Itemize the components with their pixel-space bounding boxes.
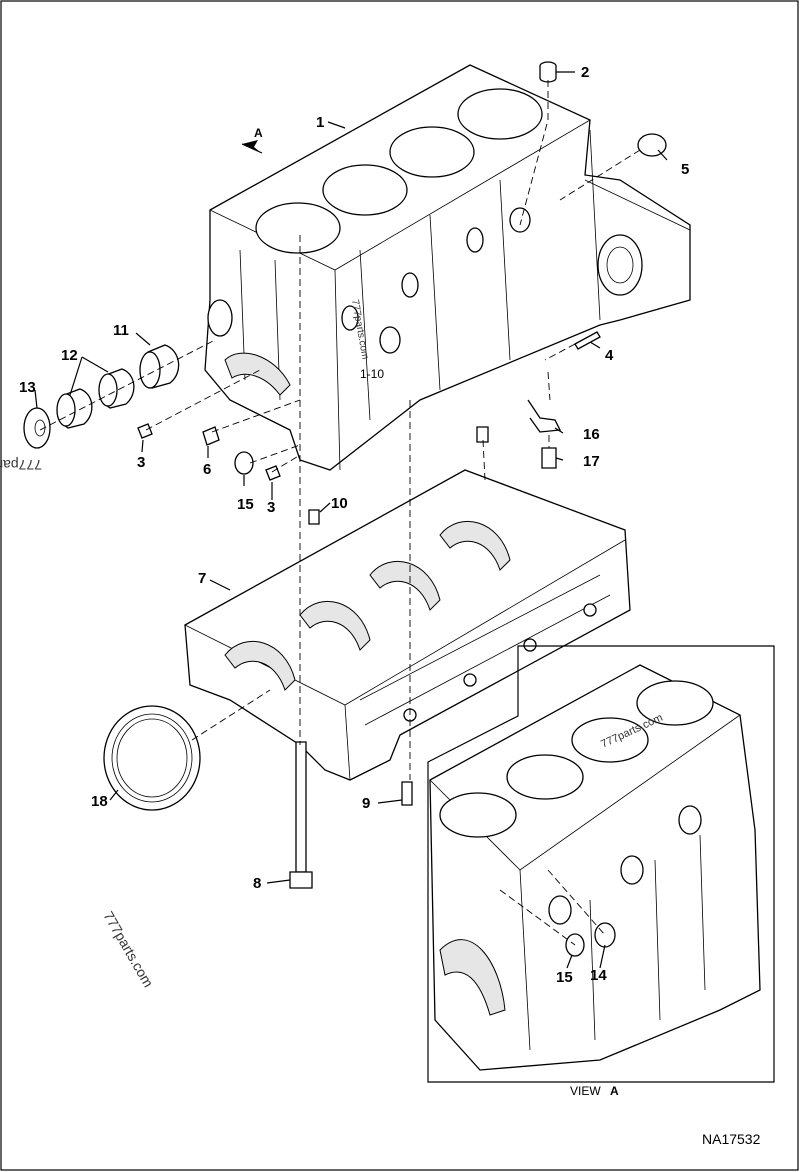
- callout-10: 10: [331, 495, 348, 512]
- callout-3b: 3: [267, 499, 275, 516]
- leader-lines: [34, 71, 668, 969]
- oil-jet-part-16: [527, 399, 562, 433]
- callout-15b: 15: [556, 969, 573, 986]
- callout-14: 14: [590, 967, 607, 984]
- bolt-part-17: [541, 447, 557, 469]
- callout-1: 1: [316, 114, 324, 131]
- figure-id: NA17532: [702, 1131, 761, 1147]
- view-a-inset: [427, 645, 775, 1083]
- plug-part-2: [539, 61, 557, 83]
- callout-labels: 1 2 3 3 4 5 6 7 8 9 10 11 12 13 14 15 15…: [19, 64, 689, 986]
- callout-6: 6: [203, 461, 211, 478]
- callout-11: 11: [113, 322, 129, 339]
- callout-2: 2: [581, 64, 589, 81]
- callout-3: 3: [137, 454, 145, 471]
- callout-13: 13: [19, 379, 36, 396]
- stud-part-4: [574, 331, 601, 350]
- view-arrow-label: A: [254, 126, 263, 140]
- bushings-group: [23, 344, 180, 449]
- callout-12: 12: [61, 347, 78, 364]
- oring-part-15: [234, 451, 254, 475]
- sub-label-1-10: 1-10: [360, 367, 384, 381]
- plug-part-6: [202, 426, 220, 446]
- bolt-part-8: [295, 741, 307, 873]
- watermark-4: 777par: [0, 457, 42, 473]
- callout-18: 18: [91, 793, 108, 810]
- view-caption-word: VIEW: [570, 1084, 601, 1098]
- crankcase-lower: [184, 469, 631, 781]
- callout-4: 4: [605, 347, 614, 364]
- bolt-part-10b: [476, 426, 489, 443]
- callout-15: 15: [237, 496, 254, 513]
- cap-plug-part-5: [637, 133, 667, 157]
- callout-9: 9: [362, 795, 370, 812]
- bolt-part-9: [401, 781, 413, 806]
- cylinder-block-upper: [204, 64, 691, 471]
- callout-5: 5: [681, 161, 689, 178]
- callout-7: 7: [198, 570, 206, 587]
- dowel-pin-part-3b: [265, 465, 281, 481]
- callout-17: 17: [583, 453, 600, 470]
- callout-8: 8: [253, 875, 261, 892]
- callout-16: 16: [583, 426, 600, 443]
- view-caption-letter: A: [610, 1084, 619, 1098]
- oil-seal-part-18: [103, 705, 201, 811]
- dowel-pin-part-3: [137, 423, 153, 439]
- bolt-part-10: [308, 509, 320, 525]
- view-arrow-icon: [242, 140, 260, 152]
- watermark-1: 777parts.com: [100, 909, 156, 990]
